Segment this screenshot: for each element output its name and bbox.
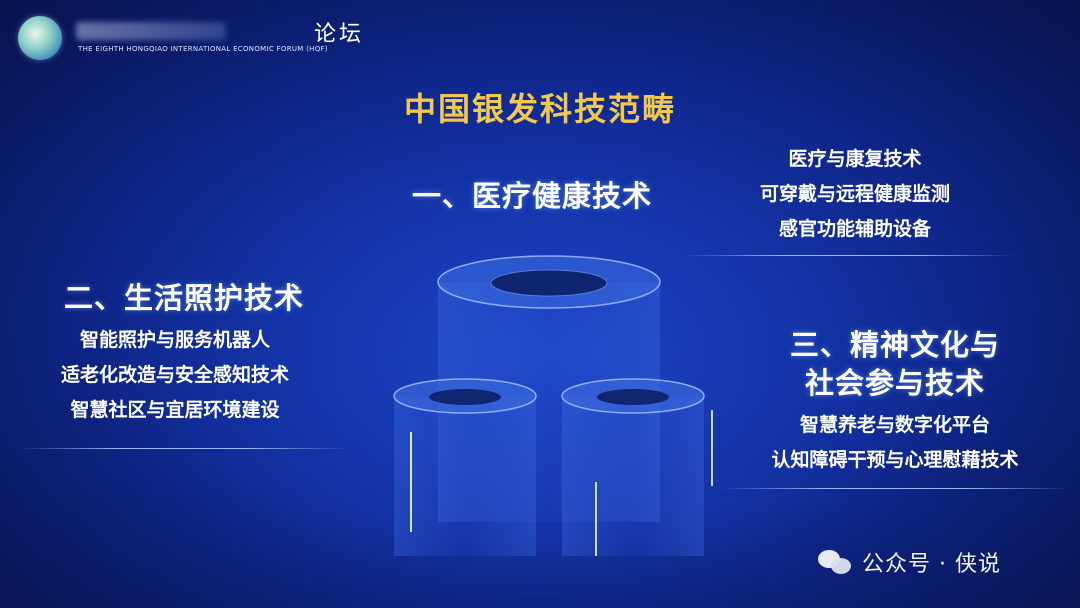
section-1-divider bbox=[685, 255, 1015, 256]
section-3-item: 智慧养老与数字化平台 bbox=[799, 414, 990, 436]
watermark-text: 公众号 · 侠说 bbox=[862, 552, 1001, 577]
left-cylinder bbox=[393, 378, 537, 556]
wechat-icon bbox=[818, 548, 852, 576]
forum-logo-icon bbox=[18, 16, 62, 60]
section-1-items: 医疗与康复技术 可穿戴与远程健康监测 感官功能辅助设备 bbox=[690, 142, 1020, 247]
section-3-divider bbox=[720, 488, 1070, 489]
section-2-item: 智慧社区与宜居环境建设 bbox=[70, 399, 280, 421]
section-3-heading-line: 社会参与技术 bbox=[804, 366, 985, 400]
watermark: 公众号 · 侠说 bbox=[818, 546, 1001, 578]
section-1-item: 医疗与康复技术 bbox=[788, 148, 922, 170]
section-3-heading-line: 三、精神文化与 bbox=[789, 328, 1000, 362]
section-2-item: 智能照护与服务机器人 bbox=[79, 329, 270, 351]
page-title: 中国银发科技范畴 bbox=[403, 90, 676, 128]
forum-title-blurred bbox=[76, 22, 226, 40]
section-2-divider bbox=[18, 448, 348, 449]
section-1-item: 可穿戴与远程健康监测 bbox=[759, 183, 950, 205]
section-3-heading: 三、精神文化与 社会参与技术 bbox=[770, 326, 1020, 402]
section-3-item: 认知障碍干预与心理慰藉技术 bbox=[771, 449, 1019, 471]
forum-title-cn: 论坛 bbox=[313, 22, 364, 47]
right-cylinder bbox=[561, 378, 713, 556]
section-2-item: 适老化改造与安全感知技术 bbox=[60, 364, 289, 386]
section-1-item: 感官功能辅助设备 bbox=[778, 218, 931, 240]
section-2-heading: 二、生活照护技术 bbox=[64, 281, 305, 315]
cylinders-illustration bbox=[393, 255, 713, 556]
section-3-items: 智慧养老与数字化平台 认知障碍干预与心理慰藉技术 bbox=[730, 408, 1060, 478]
forum-title-en: THE EIGHTH HONGQIAO INTERNATIONAL ECONOM… bbox=[78, 45, 328, 53]
section-2-items: 智能照护与服务机器人 适老化改造与安全感知技术 智慧社区与宜居环境建设 bbox=[20, 323, 330, 428]
section-1-heading: 一、医疗健康技术 bbox=[412, 179, 653, 213]
